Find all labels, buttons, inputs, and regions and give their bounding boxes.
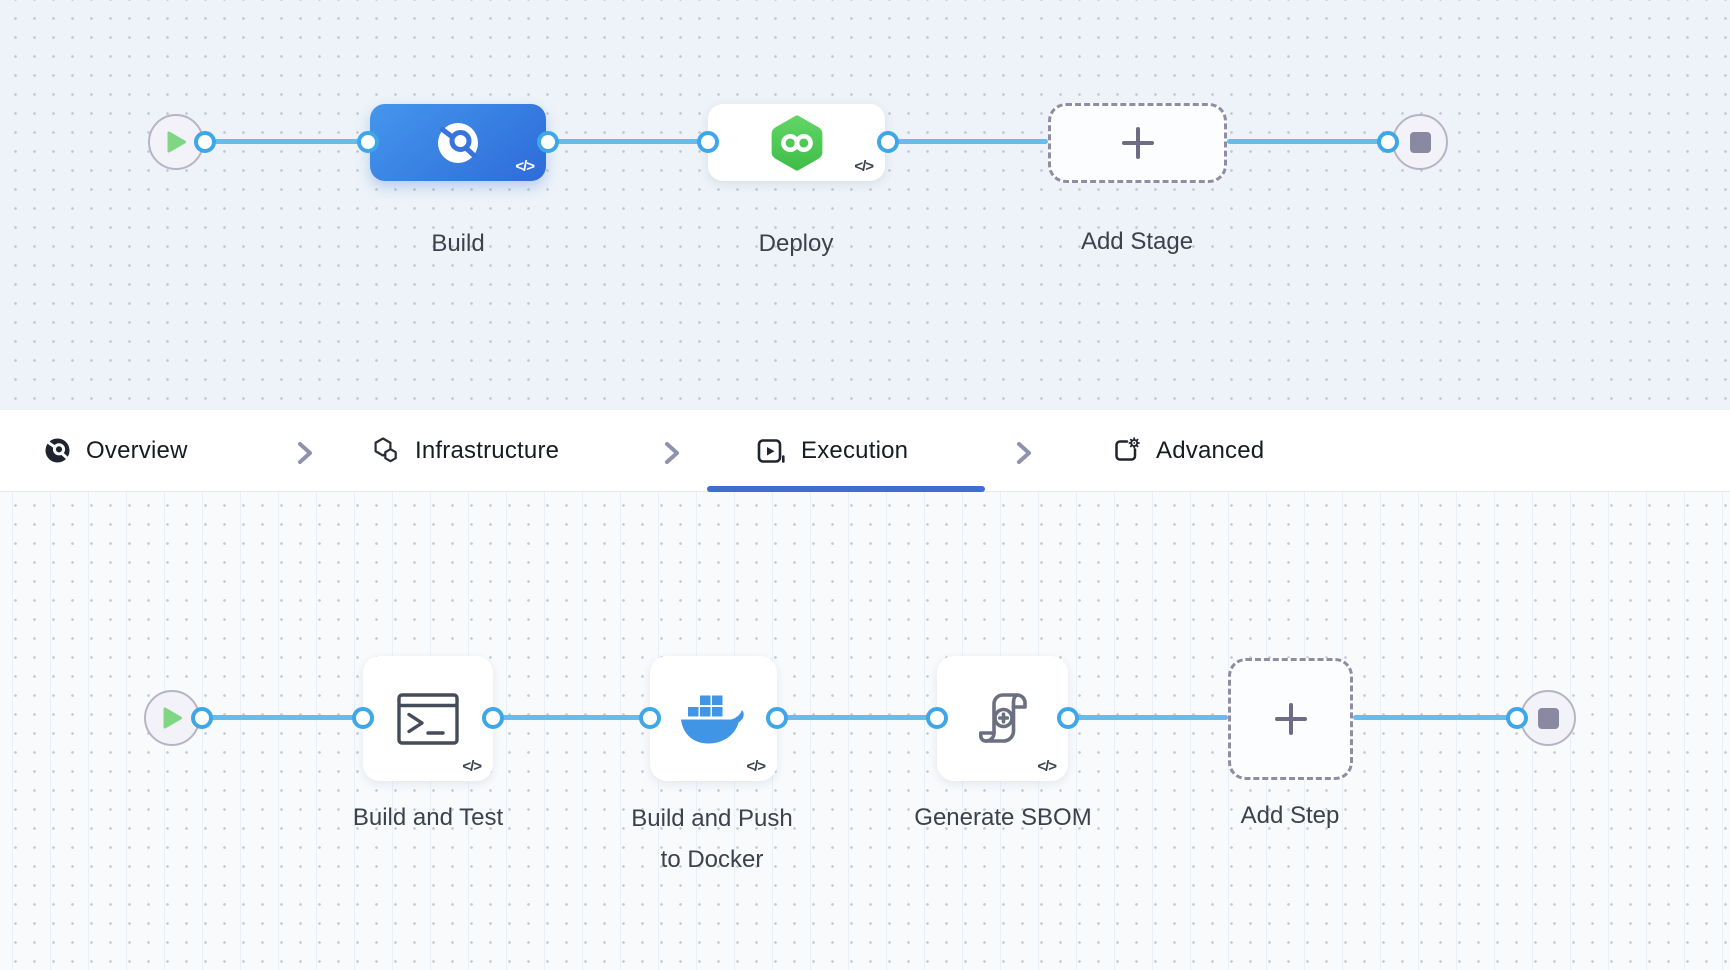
port-handle[interactable] [357, 131, 379, 153]
edge [1353, 715, 1517, 720]
advanced-settings-icon [1115, 437, 1140, 461]
stop-icon [1537, 707, 1559, 729]
add-stage-label: Add Stage [1080, 228, 1194, 255]
sbom-scroll-plus-icon [978, 692, 1027, 743]
stage-label-deploy: Deploy [758, 230, 834, 257]
edge [493, 715, 650, 720]
stage-card-deploy[interactable]: </> [708, 104, 885, 181]
tab-label: Infrastructure [415, 436, 560, 464]
tab-execution[interactable]: Execution [757, 410, 908, 491]
edge [548, 139, 708, 144]
port-handle[interactable] [352, 707, 374, 729]
code-glyph: </> [462, 758, 482, 775]
edge [1068, 715, 1228, 720]
tab-infrastructure[interactable]: Infrastructure [371, 410, 559, 491]
steps-end-node [1520, 690, 1576, 746]
edge [1227, 139, 1388, 144]
stop-icon [1409, 131, 1431, 153]
add-stage-button[interactable] [1048, 103, 1227, 183]
plus-icon [1274, 703, 1307, 735]
chevron-right-icon [298, 442, 312, 464]
play-icon [167, 131, 186, 153]
edge [777, 715, 937, 720]
add-step-button[interactable] [1228, 658, 1353, 780]
tab-overview[interactable]: Overview [44, 410, 188, 491]
port-handle[interactable] [926, 707, 948, 729]
step-label-build-and-push: Build and Push to Docker [631, 798, 792, 880]
port-handle[interactable] [766, 707, 788, 729]
step-card-generate-sbom[interactable]: </> [937, 656, 1068, 781]
docker-icon [680, 695, 744, 743]
stage-config-tabbar: Overview Infrastructure Execution [0, 410, 1730, 492]
port-handle[interactable] [639, 707, 661, 729]
active-tab-underline [707, 486, 985, 492]
add-step-label: Add Step [1240, 802, 1340, 829]
port-handle[interactable] [877, 131, 899, 153]
tab-label: Execution [801, 436, 909, 464]
step-label-generate-sbom: Generate SBOM [914, 804, 1092, 831]
port-handle[interactable] [482, 707, 504, 729]
tab-advanced[interactable]: Advanced [1113, 410, 1264, 491]
code-glyph: </> [746, 758, 766, 775]
port-handle[interactable] [194, 131, 216, 153]
steps-start-node [144, 690, 200, 746]
chevron-right-icon [1017, 442, 1031, 464]
step-card-build-and-test[interactable]: </> [363, 656, 493, 781]
edge [888, 139, 1048, 144]
tab-label: Advanced [1156, 436, 1265, 464]
stage-card-build[interactable]: </> [370, 104, 546, 181]
terminal-icon [397, 692, 459, 745]
step-card-build-and-push-docker[interactable]: </> [650, 656, 777, 781]
stage-label-build: Build [431, 230, 485, 257]
chevron-right-icon [665, 442, 679, 464]
step-label-line1: Build and Push [631, 805, 793, 832]
code-glyph: </> [1037, 758, 1057, 775]
harness-ci-icon [438, 122, 478, 163]
port-handle[interactable] [1506, 707, 1528, 729]
stage-canvas[interactable]: </> </> [0, 0, 1730, 410]
infrastructure-icon [374, 437, 397, 463]
execution-icon [757, 438, 785, 463]
step-label-line2: to Docker [660, 846, 764, 873]
harness-cd-icon [771, 114, 822, 171]
code-glyph: </> [854, 158, 874, 175]
pipeline-end-node [1392, 114, 1448, 170]
plus-icon [1121, 127, 1154, 159]
port-handle[interactable] [1057, 707, 1079, 729]
execution-step-canvas[interactable]: </> </> </> [0, 492, 1730, 970]
play-icon [163, 707, 182, 729]
tab-label: Overview [86, 436, 188, 464]
edge [202, 715, 363, 720]
step-label-build-and-test: Build and Test [352, 804, 504, 831]
port-handle[interactable] [537, 131, 559, 153]
port-handle[interactable] [697, 131, 719, 153]
port-handle[interactable] [191, 707, 213, 729]
port-handle[interactable] [1377, 131, 1399, 153]
code-glyph: </> [515, 158, 535, 175]
overview-icon [45, 438, 70, 463]
edge [205, 139, 368, 144]
